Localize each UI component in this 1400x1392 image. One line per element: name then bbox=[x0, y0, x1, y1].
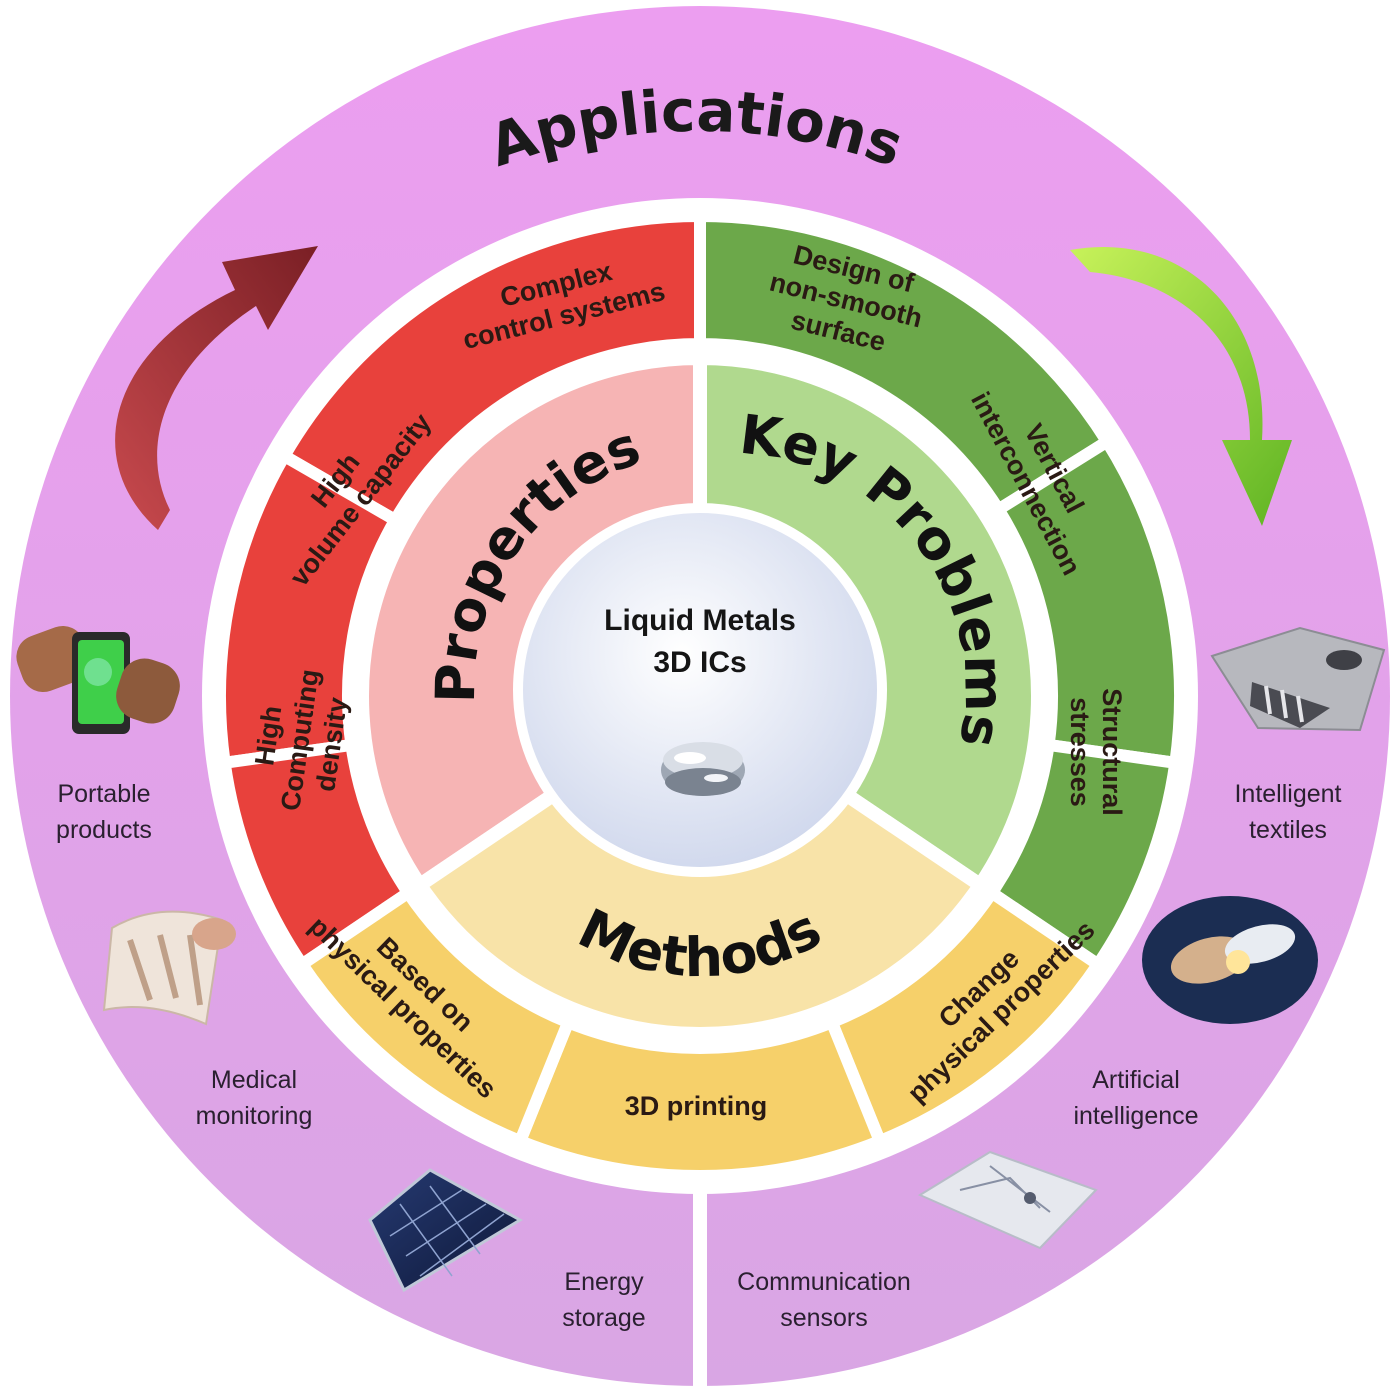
ring-label-structural-stresses-line: Structural bbox=[1097, 688, 1127, 816]
ring-segment-based-on-physical bbox=[293, 884, 576, 1149]
ring-segment-high-volume bbox=[214, 447, 404, 770]
app-label-energy-storage: Energy storage bbox=[562, 1268, 645, 1332]
app-label-communication-sensors-line: Communication bbox=[737, 1268, 911, 1296]
center-disk: Liquid Metals 3D ICs bbox=[513, 503, 887, 877]
red-curved-arrow-icon bbox=[115, 246, 318, 530]
app-label-intelligent-textiles: Intelligent textiles bbox=[1234, 780, 1341, 844]
app-label-energy-storage-line: Energy bbox=[564, 1268, 644, 1296]
liquid-metal-droplet-icon bbox=[661, 742, 745, 796]
app-label-communication-sensors-line: sensors bbox=[780, 1304, 868, 1332]
middle-ring bbox=[214, 209, 1186, 1182]
app-label-medical-monitoring-line: monitoring bbox=[196, 1102, 313, 1130]
app-label-medical-monitoring: Medical monitoring bbox=[196, 1066, 313, 1130]
ring-label-3d-printing: 3D printing bbox=[625, 1091, 768, 1121]
ring-label-structural-stresses-line: stresses bbox=[1065, 697, 1095, 807]
app-label-artificial-intelligence-line: Artificial bbox=[1092, 1066, 1180, 1094]
app-label-portable-products-line: products bbox=[56, 816, 152, 844]
center-title-line1: Liquid Metals bbox=[604, 604, 796, 637]
tablet-hands-image bbox=[16, 625, 180, 734]
app-label-artificial-intelligence-line: intelligence bbox=[1073, 1102, 1198, 1130]
app-label-portable-products-line: Portable bbox=[57, 780, 150, 808]
center-title-line2: 3D ICs bbox=[653, 646, 746, 679]
app-label-portable-products: Portable products bbox=[56, 780, 152, 844]
smart-textile-image bbox=[1210, 626, 1386, 732]
app-label-artificial-intelligence: Artificial intelligence bbox=[1073, 1066, 1198, 1130]
app-label-intelligent-textiles-line: Intelligent bbox=[1234, 780, 1341, 808]
app-label-medical-monitoring-line: Medical bbox=[211, 1066, 297, 1094]
ai-robot-hand-image bbox=[1142, 896, 1318, 1024]
circuit-sensor-image bbox=[917, 1150, 1098, 1250]
app-label-communication-sensors: Communication sensors bbox=[737, 1268, 911, 1332]
solar-panel-image bbox=[368, 1168, 523, 1293]
app-label-intelligent-textiles-line: textiles bbox=[1249, 816, 1327, 844]
ring-label-structural-stresses: Structuralstresses bbox=[1065, 688, 1127, 816]
medical-patch-image bbox=[102, 910, 236, 1026]
ring-segment-high-computing bbox=[217, 738, 417, 973]
ring-label-3d-printing-line: 3D printing bbox=[625, 1091, 768, 1121]
app-label-energy-storage-line: storage bbox=[562, 1304, 645, 1332]
green-curved-arrow-icon bbox=[1070, 246, 1292, 526]
